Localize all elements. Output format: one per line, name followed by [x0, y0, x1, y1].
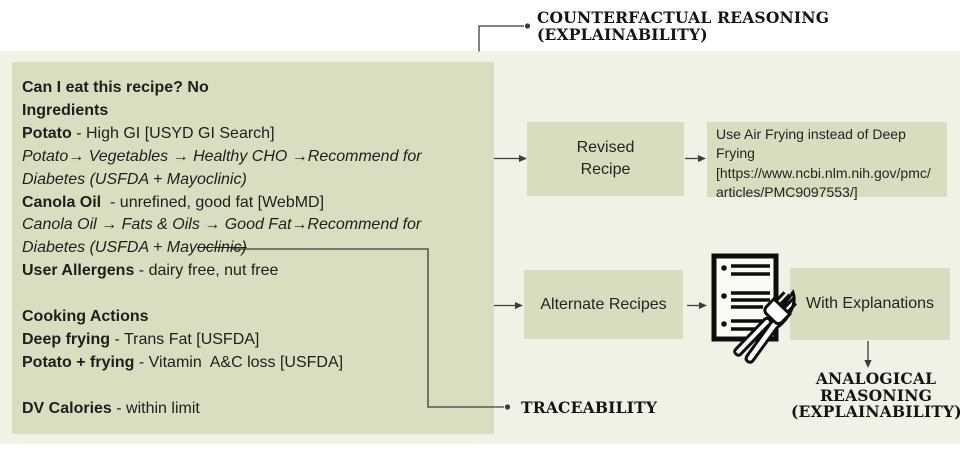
panel-text-segment: - Trans Fat [USFDA] [110, 330, 260, 348]
panel-text-segment: Diabetes (USFDA + May [22, 239, 198, 257]
analogical-label-line3: (EXPLAINABILITY) [791, 402, 960, 421]
panel-text-line: Cooking Actions [22, 306, 484, 329]
air-frying-suggestion-box: Use Air Frying instead of Deep Frying [h… [707, 122, 947, 200]
panel-text-segment: Deep frying [22, 330, 111, 348]
panel-text-segment: Can I eat this recipe? No [22, 79, 209, 96]
traceability-label: TRACEABILITY [521, 398, 658, 417]
counterfactual-connector-line [478, 25, 524, 52]
panel-text-segment: - High GI [USYD GI Search] [71, 124, 275, 142]
alternate-recipes-box: Alternate Recipes [524, 270, 683, 339]
air-frying-reference-url: [https://www.ncbi.nlm.nih.gov/pmc/articl… [716, 164, 931, 200]
revised-recipe-label-line1: Revised [576, 139, 635, 156]
panel-text-line: Diabetes (USFDA + Mayoclinic) [22, 237, 484, 260]
panel-text-line: Can I eat this recipe? No [22, 77, 484, 100]
panel-text-line: Potato - High GI [USYD GI Search] [22, 123, 484, 146]
analogical-reasoning-label: ANALOGICAL REASONING (EXPLAINABILITY) [791, 369, 960, 421]
panel-text-segment: - within limit [111, 399, 200, 417]
panel-text-segment: oclinic) [197, 239, 247, 257]
panel-text-line: DV Calories - within limit [22, 398, 484, 421]
with-explanations-label: With Explanations [805, 295, 935, 312]
revised-recipe-label-line2: Recipe [580, 161, 631, 178]
panel-text-segment: User Allergens [22, 262, 135, 280]
panel-text-line: Canola Oil - unrefined, good fat [WebMD] [22, 192, 484, 215]
panel-text-segment: - unrefined, good fat [WebMD] [101, 193, 325, 211]
panel-text-segment: Ingredients [22, 101, 109, 119]
panel-text-line: Potato + frying - Vitamin A&C loss [USFD… [22, 352, 484, 375]
panel-text-segment: DV Calories [22, 399, 112, 417]
panel-text-segment: Cooking Actions [22, 308, 149, 326]
panel-text-segment: Potato→ Vegetables → Healthy CHO →Recomm… [22, 147, 422, 165]
air-frying-suggestion-text: Use Air Frying instead of Deep Frying [716, 126, 906, 162]
panel-text-segment: Diabetes (USFDA + Mayoclinic) [22, 170, 247, 188]
counterfactual-label-line2: (EXPLAINABILITY) [537, 25, 708, 44]
counterfactual-label-line1: COUNTERFACTUAL REASONING [537, 8, 830, 27]
panel-text-line: Canola Oil → Fats & Oils → Good Fat→Reco… [22, 214, 484, 237]
panel-text-line: User Allergens - dairy free, nut free [22, 260, 484, 283]
panel-text-line [22, 375, 484, 398]
with-explanations-box: With Explanations [790, 268, 950, 340]
panel-text-line [22, 283, 484, 306]
panel-text-segment: Canola Oil → Fats & Oils → Good Fat→Reco… [22, 216, 422, 234]
panel-text-segment: Canola Oil [22, 193, 102, 211]
connector-dot [524, 23, 531, 29]
panel-text-segment: - Vitamin A&C loss [USFDA] [134, 353, 344, 371]
panel-text-segment: Potato [22, 124, 72, 142]
revised-recipe-box: Revised Recipe [527, 122, 684, 196]
panel-text-segment: - dairy free, nut free [134, 262, 279, 280]
analogical-label-line1: ANALOGICAL [815, 369, 937, 388]
panel-text-line: Ingredients [22, 100, 484, 123]
panel-text-line: Potato→ Vegetables → Healthy CHO →Recomm… [22, 146, 484, 169]
alternate-recipes-label: Alternate Recipes [540, 295, 667, 313]
counterfactual-reasoning-label: COUNTERFACTUAL REASONING (EXPLAINABILITY… [537, 9, 829, 43]
analogical-label-line2: REASONING [819, 385, 933, 405]
panel-text-segment: Potato + frying [22, 353, 135, 371]
panel-text-line: Diabetes (USFDA + Mayoclinic) [22, 169, 484, 192]
panel-text-line: Deep frying - Trans Fat [USFDA] [22, 329, 484, 352]
